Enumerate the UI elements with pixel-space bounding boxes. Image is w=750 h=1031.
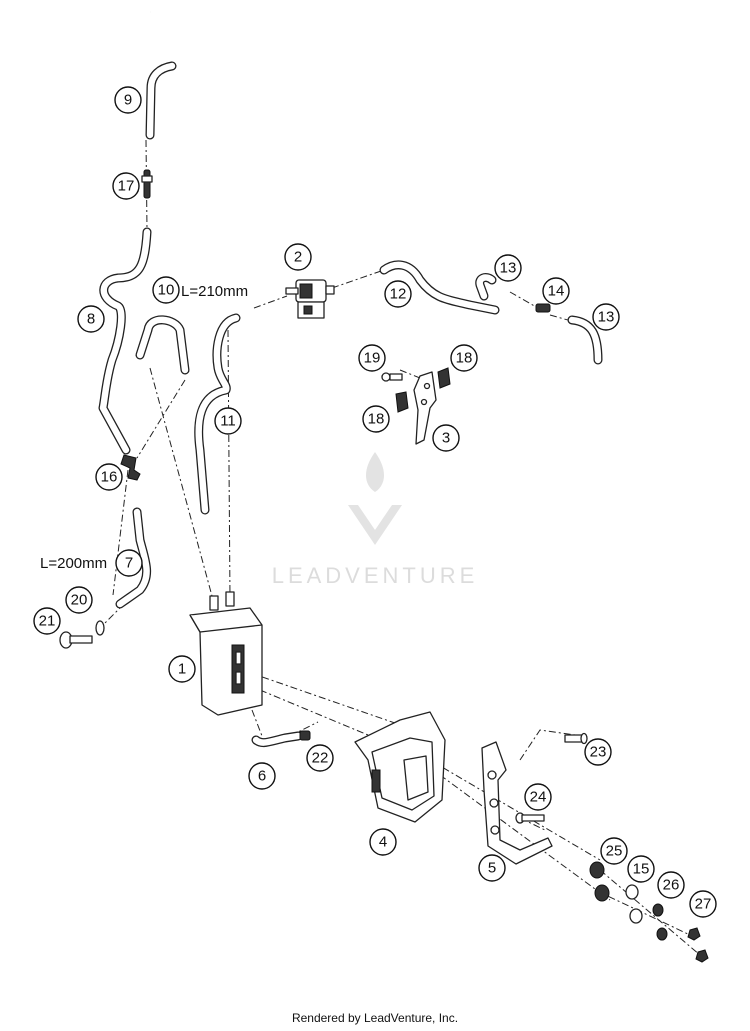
- callout-18-lower[interactable]: 18: [362, 405, 390, 433]
- callout-14[interactable]: 14: [542, 277, 570, 305]
- svg-text:8: 8: [87, 311, 95, 328]
- svg-text:3: 3: [442, 430, 450, 447]
- connector-22: [299, 730, 311, 741]
- callout-10[interactable]: 10: [152, 276, 180, 304]
- svg-text:16: 16: [101, 469, 118, 486]
- svg-text:24: 24: [530, 789, 547, 806]
- watermark-logo-icon: [348, 452, 402, 545]
- svg-text:22: 22: [312, 750, 329, 767]
- hose-13-upper: [475, 273, 497, 301]
- callout-16[interactable]: 16: [95, 463, 123, 491]
- footer-credit: Rendered by LeadVenture, Inc.: [291, 1011, 459, 1025]
- svg-text:12: 12: [390, 286, 407, 303]
- callout-9[interactable]: 9: [114, 86, 142, 114]
- svg-text:23: 23: [590, 744, 607, 761]
- callout-5[interactable]: 5: [478, 854, 506, 882]
- leader-lines: [97, 139, 701, 956]
- svg-text:5: 5: [488, 860, 496, 877]
- callout-13-upper[interactable]: 13: [494, 254, 522, 282]
- callout-11[interactable]: 11: [214, 407, 242, 435]
- svg-text:4: 4: [379, 834, 387, 851]
- spacer-26: [652, 903, 668, 941]
- washer-15: [625, 884, 643, 924]
- callout-1[interactable]: 1: [168, 655, 196, 683]
- svg-text:1: 1: [178, 661, 186, 678]
- hose-9: [145, 61, 177, 140]
- hose-7: [115, 507, 152, 609]
- nut-27: [687, 927, 709, 963]
- grommet-25: [589, 861, 610, 902]
- bracket-5: [481, 741, 553, 865]
- svg-text:18: 18: [456, 350, 473, 367]
- purge-valve-2: [285, 279, 335, 319]
- callout-18-upper[interactable]: 18: [450, 344, 478, 372]
- callout-17[interactable]: 17: [112, 172, 140, 200]
- callout-6[interactable]: 6: [248, 762, 276, 790]
- bracket-4: [354, 711, 446, 823]
- screw-24: [515, 812, 545, 824]
- svg-text:13: 13: [598, 309, 615, 326]
- clip-18-upper: [437, 367, 451, 389]
- watermark-brand: LEADVENTURE: [272, 563, 479, 588]
- clip-18-lower: [395, 391, 409, 413]
- hose-13-right: [567, 315, 603, 365]
- svg-text:27: 27: [695, 896, 712, 913]
- callout-7[interactable]: 7: [115, 549, 143, 577]
- svg-text:17: 17: [118, 178, 135, 195]
- callout-25[interactable]: 25: [600, 837, 628, 865]
- connector-17: [141, 169, 153, 199]
- callout-21[interactable]: 21: [33, 607, 61, 635]
- callout-3[interactable]: 3: [432, 424, 460, 452]
- watermark: LEADVENTURE: [272, 452, 479, 588]
- svg-text:10: 10: [158, 282, 175, 299]
- svg-text:2: 2: [294, 249, 302, 266]
- charcoal-canister-1: [189, 591, 263, 716]
- callout-4[interactable]: 4: [369, 828, 397, 856]
- callout-23[interactable]: 23: [584, 738, 612, 766]
- callout-15[interactable]: 15: [627, 855, 655, 883]
- screw-23: [564, 732, 588, 745]
- svg-text:21: 21: [39, 613, 56, 630]
- callout-13-right[interactable]: 13: [592, 303, 620, 331]
- connector-14: [535, 303, 551, 313]
- svg-text:19: 19: [364, 350, 381, 367]
- svg-text:26: 26: [663, 877, 680, 894]
- callout-26[interactable]: 26: [657, 871, 685, 899]
- screw-19: [381, 372, 403, 382]
- callout-12[interactable]: 12: [384, 280, 412, 308]
- callout-2[interactable]: 2: [284, 243, 312, 271]
- callout-8[interactable]: 8: [77, 305, 105, 333]
- screw-21: [59, 631, 93, 649]
- callout-20[interactable]: 20: [65, 586, 93, 614]
- svg-text:6: 6: [258, 768, 266, 785]
- svg-text:25: 25: [606, 843, 623, 860]
- svg-text:15: 15: [633, 861, 650, 878]
- hose-7-length-label: L=200mm: [40, 555, 107, 572]
- callout-27[interactable]: 27: [689, 890, 717, 918]
- svg-text:20: 20: [71, 592, 88, 609]
- bracket-3: [413, 371, 437, 445]
- hose-10-length-label: L=210mm: [181, 283, 248, 300]
- hose-8: [98, 227, 152, 455]
- svg-text:9: 9: [124, 92, 132, 109]
- svg-text:14: 14: [548, 283, 565, 300]
- svg-text:7: 7: [125, 555, 133, 572]
- svg-text:13: 13: [500, 260, 517, 277]
- callout-24[interactable]: 24: [524, 783, 552, 811]
- washer-20: [95, 620, 105, 636]
- svg-text:11: 11: [220, 413, 236, 430]
- hose-11: [194, 313, 241, 515]
- hose-6: [251, 731, 303, 748]
- callout-22[interactable]: 22: [306, 744, 334, 772]
- svg-text:18: 18: [368, 411, 385, 428]
- t-fitting-16: [120, 454, 141, 481]
- callout-19[interactable]: 19: [358, 344, 386, 372]
- hose-12: [379, 260, 500, 315]
- hose-loop: [135, 315, 190, 375]
